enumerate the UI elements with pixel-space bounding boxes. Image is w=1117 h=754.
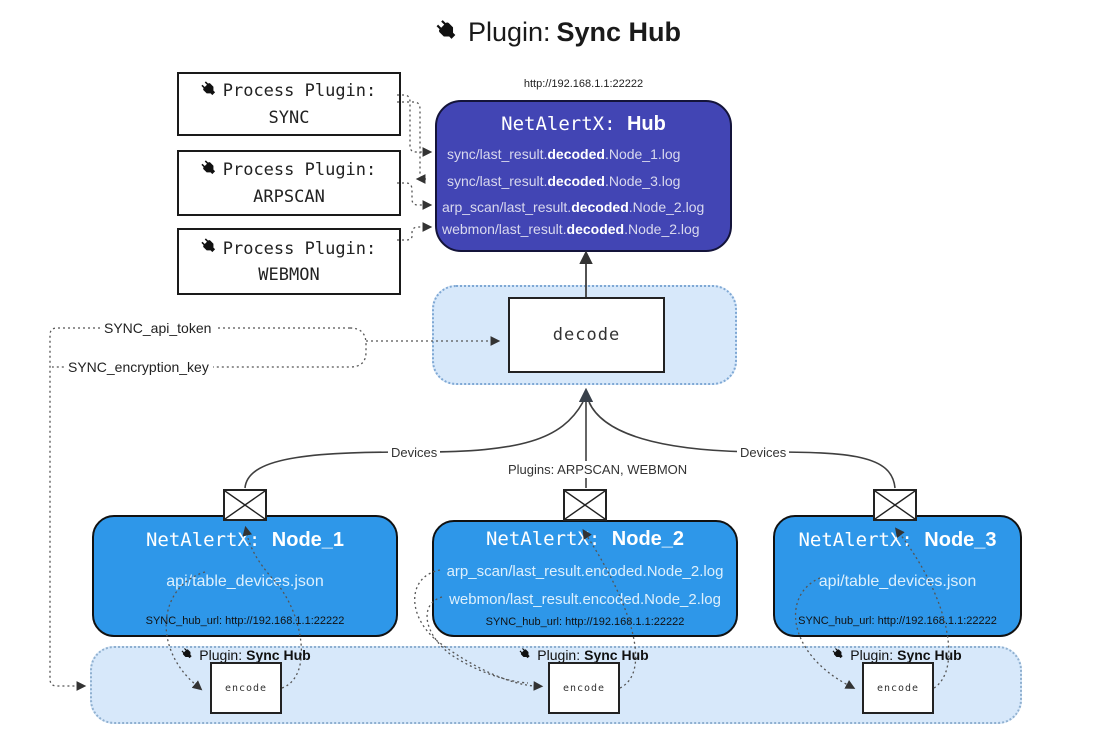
process-plugin-name: SYNC bbox=[268, 107, 310, 128]
hub-log-line: sync/last_result.decoded.Node_1.log bbox=[447, 146, 680, 162]
node-title-prefix: NetAlertX: bbox=[798, 529, 925, 551]
log-pre: webmon/last_result. bbox=[442, 221, 567, 237]
process-plugin-webmon: Process Plugin: WEBMON bbox=[177, 228, 401, 295]
plug-icon bbox=[195, 75, 228, 108]
node-file: arp_scan/last_result.encoded.Node_2.log bbox=[446, 563, 724, 580]
process-plugin-label: Process Plugin: bbox=[222, 238, 377, 259]
node-3-box: NetAlertX: Node_3 api/table_devices.json… bbox=[773, 515, 1022, 637]
encode-label-prefix: Plugin: bbox=[199, 646, 243, 663]
node-1-box: NetAlertX: Node_1 api/table_devices.json… bbox=[92, 515, 398, 637]
node-2-box: NetAlertX: Node_2 arp_scan/last_result.e… bbox=[432, 520, 738, 637]
encode-label-name: Sync Hub bbox=[897, 646, 962, 663]
plugin-to-hub-wires bbox=[397, 94, 433, 241]
hub-log-line: webmon/last_result.decoded.Node_2.log bbox=[442, 221, 700, 237]
hub-log-line: arp_scan/last_result.decoded.Node_2.log bbox=[442, 199, 704, 215]
page-title-name: Sync Hub bbox=[556, 17, 682, 47]
plug-icon bbox=[177, 644, 199, 666]
encode-section-label: Plugin: Sync Hub bbox=[146, 646, 346, 663]
process-plugin-arpscan: Process Plugin: ARPSCAN bbox=[177, 150, 401, 216]
hub-title-name: Hub bbox=[626, 113, 666, 135]
hub-url-label: http://192.168.1.1:22222 bbox=[523, 78, 644, 90]
devices-label-left: Devices bbox=[388, 444, 441, 461]
envelope-icon bbox=[873, 489, 917, 521]
log-bold: decoded bbox=[566, 221, 625, 237]
node-file: api/table_devices.json bbox=[166, 573, 324, 590]
node-title-prefix: NetAlertX: bbox=[145, 529, 272, 551]
log-post: .Node_2.log bbox=[624, 221, 700, 237]
decode-box: decode bbox=[508, 297, 665, 373]
process-plugin-sync: Process Plugin: SYNC bbox=[177, 72, 401, 136]
node-file: api/table_devices.json bbox=[818, 573, 977, 590]
plug-icon bbox=[828, 644, 850, 666]
encode-box: encode bbox=[548, 662, 620, 714]
page-title-prefix: Plugin: bbox=[467, 17, 551, 47]
encode-section-label: Plugin: Sync Hub bbox=[797, 646, 997, 663]
node-title-prefix: NetAlertX: bbox=[485, 528, 612, 550]
encode-box: encode bbox=[210, 662, 282, 714]
plugins-label: Plugins: ARPSCAN, WEBMON bbox=[505, 461, 691, 478]
encode-label-prefix: Plugin: bbox=[537, 646, 581, 663]
devices-label-right: Devices bbox=[737, 444, 790, 461]
log-pre: sync/last_result. bbox=[447, 146, 548, 162]
node-hub-url: SYNC_hub_url: http://192.168.1.1:22222 bbox=[798, 615, 997, 627]
hub-title-prefix: NetAlertX: bbox=[501, 113, 627, 135]
log-pre: arp_scan/last_result. bbox=[442, 199, 572, 215]
process-plugin-name: WEBMON bbox=[258, 265, 320, 285]
node-title-name: Node_1 bbox=[271, 529, 345, 551]
envelope-icon bbox=[563, 489, 607, 521]
process-plugin-name: ARPSCAN bbox=[253, 186, 325, 207]
plug-icon bbox=[195, 154, 228, 187]
plug-icon bbox=[515, 644, 537, 666]
hub-log-line: sync/last_result.decoded.Node_3.log bbox=[447, 173, 680, 189]
log-post: .Node_3.log bbox=[604, 173, 681, 189]
node-title: NetAlertX: Node_3 bbox=[775, 529, 1020, 552]
encode-label-name: Sync Hub bbox=[246, 646, 311, 663]
node-title: NetAlertX: Node_1 bbox=[94, 529, 396, 552]
hub-box: NetAlertX: Hub sync/last_result.decoded.… bbox=[435, 100, 732, 252]
page-title: Plugin: Sync Hub bbox=[0, 16, 1117, 49]
process-plugin-label: Process Plugin: bbox=[222, 81, 377, 101]
node-title: NetAlertX: Node_2 bbox=[434, 528, 736, 551]
plug-icon bbox=[195, 232, 228, 265]
sync-api-token-label: SYNC_api_token bbox=[100, 319, 216, 337]
process-plugin-label: Process Plugin: bbox=[222, 160, 377, 180]
node-hub-url: SYNC_hub_url: http://192.168.1.1:22222 bbox=[485, 616, 685, 628]
node-title-name: Node_3 bbox=[924, 529, 997, 551]
encode-section-label: Plugin: Sync Hub bbox=[484, 646, 684, 663]
log-bold: decoded bbox=[571, 199, 629, 215]
sync-encryption-key-label: SYNC_encryption_key bbox=[64, 358, 213, 376]
plug-icon bbox=[428, 12, 470, 54]
encode-box: encode bbox=[862, 662, 934, 714]
log-bold: decoded bbox=[547, 173, 605, 189]
node-hub-url: SYNC_hub_url: http://192.168.1.1:22222 bbox=[145, 615, 345, 627]
log-pre: sync/last_result. bbox=[447, 173, 548, 189]
encode-label-prefix: Plugin: bbox=[850, 646, 894, 663]
node-title-name: Node_2 bbox=[611, 528, 685, 550]
envelope-icon bbox=[223, 489, 267, 521]
log-post: .Node_2.log bbox=[628, 199, 705, 215]
hub-title: NetAlertX: Hub bbox=[437, 113, 730, 136]
log-bold: decoded bbox=[547, 146, 605, 162]
log-post: .Node_1.log bbox=[604, 146, 681, 162]
node-file: webmon/last_result.encoded.Node_2.log bbox=[449, 591, 721, 608]
encode-label-name: Sync Hub bbox=[584, 646, 649, 663]
